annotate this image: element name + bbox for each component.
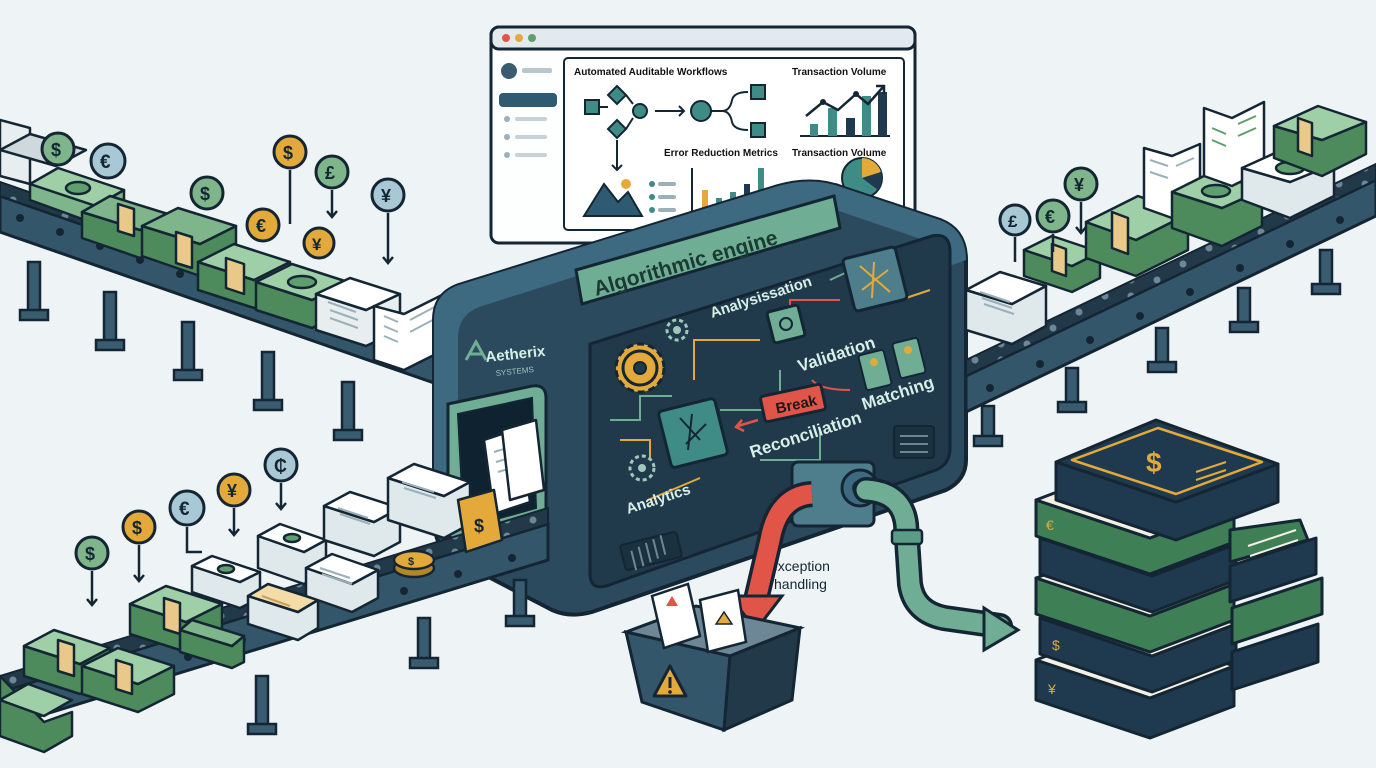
document-stack [304,552,380,614]
cash-stack [0,674,74,754]
aetherix-logo: Aetherix SYSTEMS [464,338,547,378]
book-cover-dollar: $ [1146,447,1162,478]
marker-dollar: $ [85,544,95,564]
ledger-book-top: $ [1054,418,1280,542]
gear-icon-small [665,318,689,342]
marker-yen: ¥ [1074,175,1084,195]
data-card-icons [857,337,927,391]
yen-marker: ¥ [302,226,336,260]
engine-vent [619,531,683,571]
dollar-folder: $ [456,488,504,554]
cedi-marker: ₵ [263,447,299,511]
marker-dollar: $ [132,518,142,538]
pound-marker: £ [314,154,350,219]
right-belt-items [964,100,1368,346]
pound-marker: £ [998,203,1032,262]
marker-euro: € [179,499,190,520]
cash-stack [1022,234,1102,294]
marker-dollar: $ [283,143,293,163]
cash-stack [1272,104,1368,178]
window-close-dot[interactable] [502,34,510,42]
exception-label-line1: exception [770,558,830,574]
brand-subtitle: SYSTEMS [495,365,534,378]
marker-pound: £ [325,163,335,183]
gear-icon [614,342,666,394]
transaction-volume-title: Transaction Volume [792,67,887,78]
gear-icon-small [628,454,656,482]
workflow-flowchart [584,84,766,172]
dollar-marker: $ [121,509,157,583]
lower-belt-items: $ $ [0,418,546,754]
dollar-marker: $ [272,134,308,224]
legend-list-icon [649,181,676,213]
output-pipe [853,477,1021,653]
engine-vent [893,425,935,459]
workflows-title: Automated Auditable Workflows [574,67,728,78]
yen-marker: ¥ [1063,166,1099,235]
exception-handling: exception handling [620,481,830,733]
coin-symbol: $ [408,556,414,568]
document-stack [190,554,262,610]
book-symbol-euro: € [1046,517,1054,533]
exception-bin [620,582,806,733]
brand-name: Aetherix [485,343,547,366]
gold-coins: $ [392,549,436,579]
cash-stack [178,618,246,670]
warning-icon [652,664,688,698]
marker-dollar: $ [200,184,210,204]
folder-dollar-symbol: $ [474,516,484,536]
yen-marker: ¥ [216,472,252,537]
circuit-board-icon [841,245,909,313]
dollar-marker: $ [74,535,110,607]
pie-chart-icon [841,157,883,199]
error-reduction-title: Error Reduction Metrics [664,148,778,159]
euro-marker: € [89,142,127,180]
euro-marker: € [168,489,206,554]
marker-euro: € [1045,207,1055,227]
marker-euro: € [256,216,266,236]
transaction-volume-chart [800,84,890,137]
flagged-document [698,588,748,654]
ledger-book-stack: ¥ $ € [1034,418,1324,740]
window-max-dot[interactable] [528,34,536,42]
book-symbol-yen: ¥ [1047,681,1056,697]
exception-label-line2: handling [774,576,827,592]
marker-yen: ¥ [312,235,322,254]
document-stack [322,490,402,558]
marker-pound: £ [1008,212,1018,231]
euro-marker: € [1035,198,1071,252]
marker-cedi: ₵ [274,456,287,476]
marker-euro: € [100,152,111,173]
break-badge: Break [734,382,827,433]
image-thumbnail-icon [582,179,644,217]
cash-stacks-upper [0,118,454,372]
euro-marker: € [245,207,281,243]
dollar-marker: $ [189,175,225,211]
ledger-book-side [1228,518,1324,692]
sidebar-item-active[interactable] [499,93,557,107]
dashboard-sidebar [499,63,557,158]
document-stack [964,270,1048,346]
cash-stack [80,646,176,714]
currency-markers: $ € $ € $ £ ¥ ¥ [40,131,1099,607]
transaction-volume-title-2: Transaction Volume [792,148,887,159]
window-min-dot[interactable] [515,34,523,42]
marker-dollar: $ [51,140,61,160]
processor-chip-icon [657,397,729,469]
dollar-marker: $ [40,131,76,167]
marker-yen: ¥ [381,186,391,206]
book-symbol-dollar: $ [1052,637,1060,653]
flagged-document [650,582,702,650]
processor-chip-icon-small [765,303,807,345]
yen-marker: ¥ [370,177,406,265]
marker-yen: ¥ [227,481,237,501]
